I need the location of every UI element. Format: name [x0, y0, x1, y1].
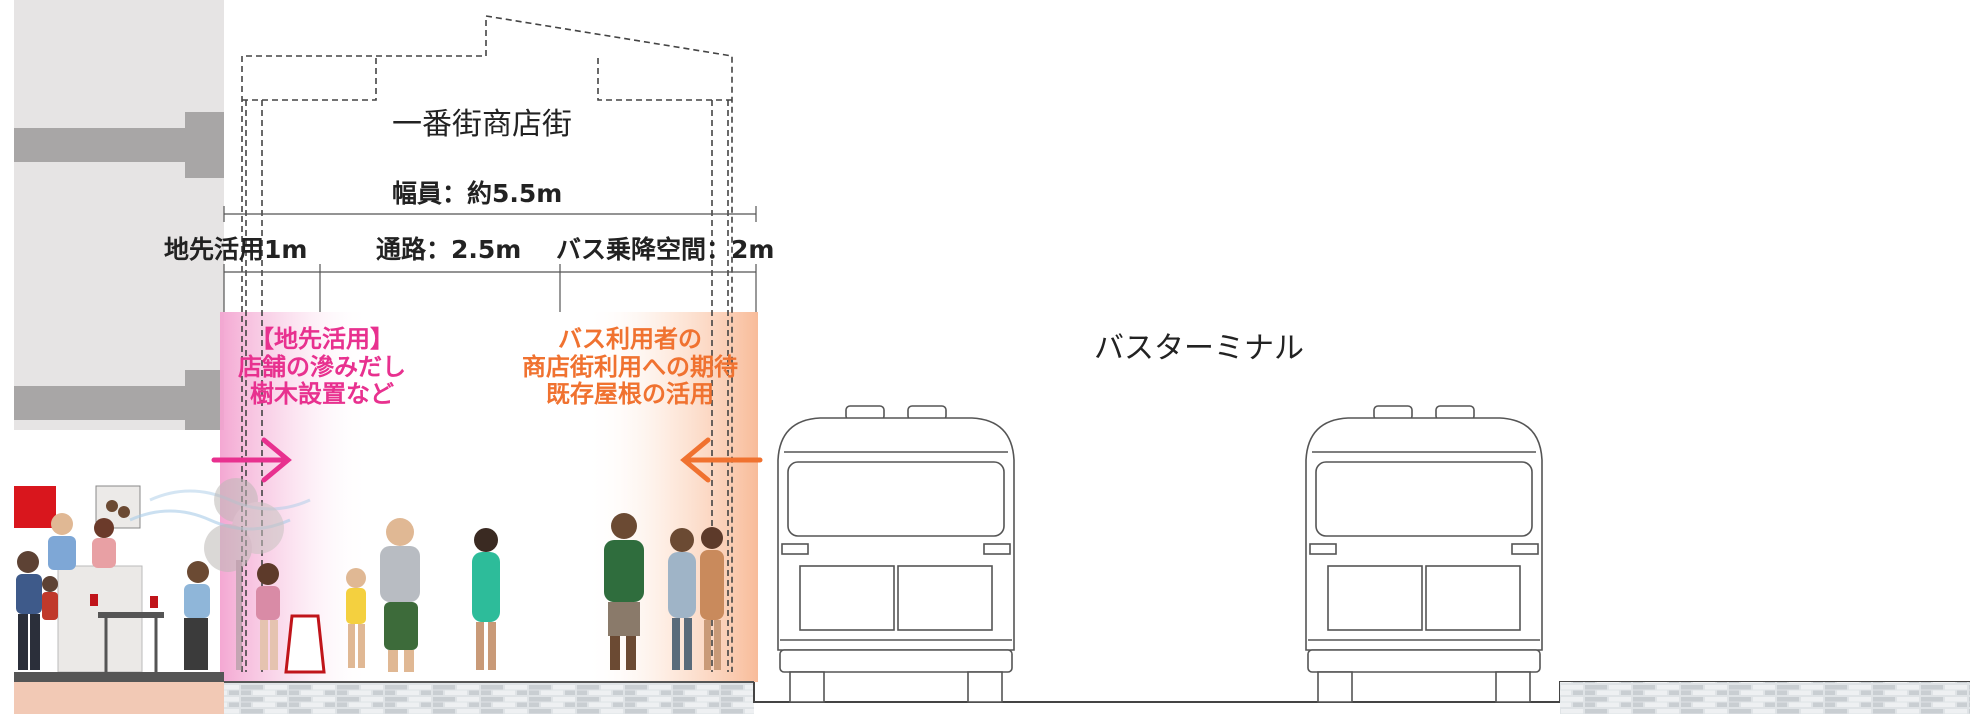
ground-line-left	[14, 672, 224, 682]
inward-arrow-right	[680, 437, 763, 483]
person-sitting-man	[16, 551, 42, 670]
building-beam	[14, 128, 214, 162]
frontage-note-line3: 樹木設置など	[250, 380, 394, 409]
bus-user-note: バス利用者の 商店街利用への期待 既存屋根の活用	[500, 325, 760, 409]
arcade-outline	[241, 15, 733, 672]
person-woman-bag	[668, 528, 696, 670]
person-clerk-woman	[92, 518, 116, 568]
frontage-note-line2: 店舗の滲みだし	[238, 352, 406, 381]
sign-board	[284, 614, 326, 674]
bus-front	[777, 405, 1015, 703]
sidewalk-paving	[1560, 682, 1970, 714]
passage-width-label: 通路：2.5m	[376, 235, 522, 264]
building-beam-cap	[185, 370, 224, 436]
person-child-yellow	[346, 568, 366, 668]
person-seated-woman	[184, 561, 210, 670]
bus-user-note-line1: バス利用者の	[558, 325, 702, 353]
arcade-paving	[224, 682, 754, 714]
frontage-note-line1: 【地先活用】	[250, 325, 394, 353]
bus-user-note-line2: 商店街利用への期待	[522, 352, 738, 381]
inward-arrow-left	[211, 437, 292, 483]
frontage-note: 【地先活用】 店舗の滲みだし 樹木設置など	[222, 325, 422, 409]
person-child-sitting	[42, 576, 58, 620]
bus-terminal-label: バスターミナル	[1094, 331, 1304, 366]
person-man-grey	[380, 518, 420, 672]
bus-user-note-line3: 既存屋根の活用	[546, 380, 714, 409]
tree	[204, 478, 284, 670]
building-beam-cap	[185, 112, 224, 178]
bus-front	[1305, 405, 1543, 703]
building-beam	[14, 386, 214, 420]
person-woman-green	[472, 528, 500, 670]
shop-floor	[14, 682, 224, 714]
bus-space-width-label: バス乗降空間：2m	[556, 235, 775, 264]
person-clerk	[48, 513, 76, 570]
street-name-label: 一番街商店街	[392, 107, 572, 142]
frontage-width-label: 地先活用1m	[164, 235, 308, 264]
person-woman-brown	[700, 527, 724, 670]
dimension-lines	[223, 206, 757, 312]
total-width-label: 幅員：約5.5m	[392, 179, 563, 208]
people-silhouettes	[16, 478, 724, 674]
person-man-green-shirt	[604, 513, 644, 670]
person-woman-pink	[256, 563, 280, 670]
